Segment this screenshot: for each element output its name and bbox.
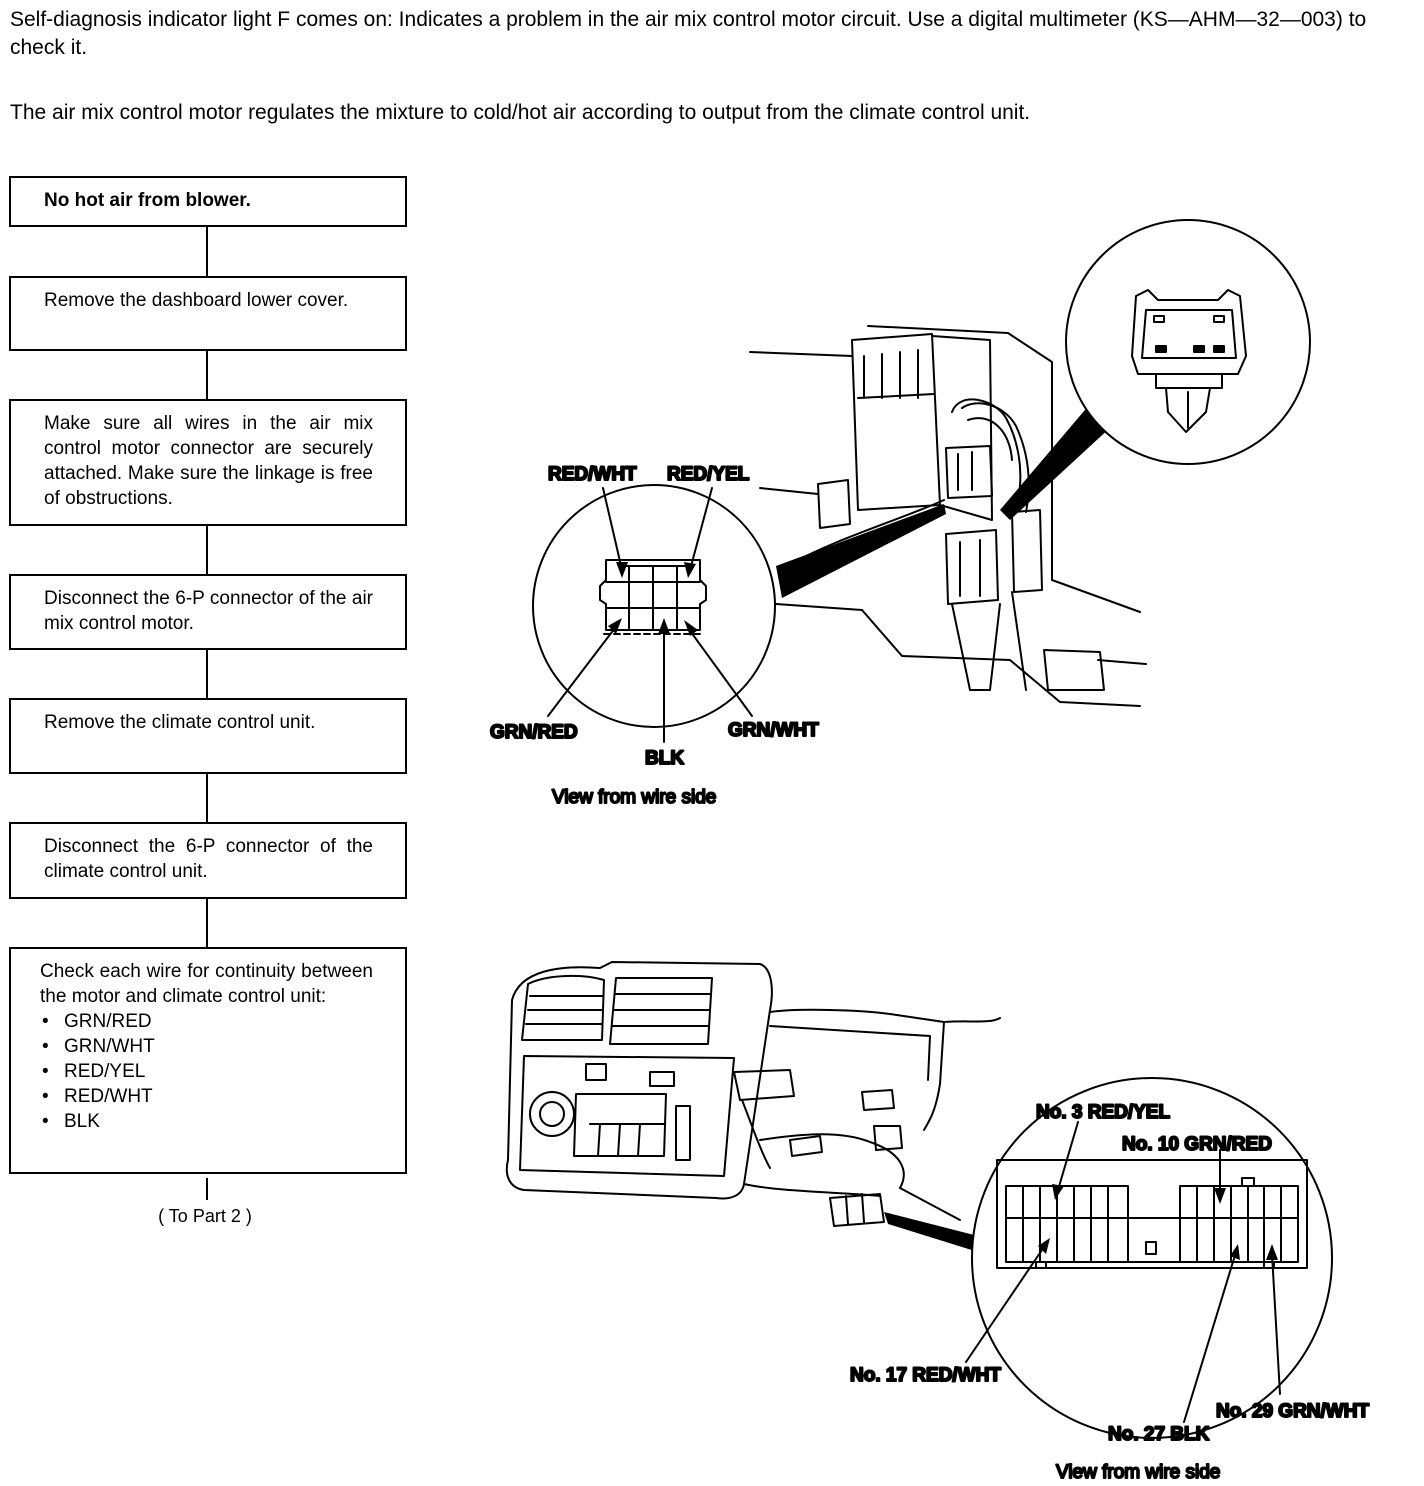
- label-grn-red: GRN/RED: [490, 722, 578, 743]
- flow-connector: [206, 774, 208, 822]
- wire-check-list: GRN/RED GRN/WHT RED/YEL RED/WHT BLK: [40, 1009, 373, 1134]
- label-no29: No. 29 GRN/WHT: [1216, 1401, 1369, 1422]
- flow-step-3: Make sure all wires in the air mix contr…: [9, 399, 407, 526]
- ccu-connector-zoom-circle: [971, 1077, 1333, 1439]
- top-view-caption: View from wire side: [552, 787, 716, 808]
- flow-connector: [206, 650, 208, 698]
- flow-step-6: Disconnect the 6-P connector of the clim…: [9, 822, 407, 899]
- flow-step-4: Disconnect the 6-P connector of the air …: [9, 574, 407, 650]
- flow-step-1: No hot air from blower.: [9, 176, 407, 227]
- list-item: RED/WHT: [40, 1084, 373, 1109]
- label-no27: No. 27 BLK: [1108, 1424, 1210, 1445]
- flow-step-2: Remove the dashboard lower cover.: [9, 276, 407, 351]
- connector-zoom-circle: [1065, 219, 1311, 465]
- label-no10: No. 10 GRN/RED: [1122, 1134, 1272, 1155]
- flow-step-5: Remove the climate control unit.: [9, 698, 407, 774]
- motor-connector-zoom-circle: [532, 484, 776, 728]
- bottom-view-caption: View from wire side: [1056, 1462, 1220, 1483]
- label-grn-wht: GRN/WHT: [728, 720, 819, 741]
- intro-description: The air mix control motor regulates the …: [10, 101, 1031, 124]
- label-no17: No. 17 RED/WHT: [850, 1365, 1001, 1386]
- climate-control-unit-illustration: [505, 961, 1001, 1227]
- list-item: GRN/WHT: [40, 1034, 373, 1059]
- list-item: RED/YEL: [40, 1059, 373, 1084]
- zoom-wedge: [776, 504, 946, 598]
- to-part-2-note: ( To Part 2 ): [158, 1206, 252, 1226]
- intro-text: Self-diagnosis indicator light F comes o…: [10, 8, 1367, 59]
- zoom-wedge: [1000, 404, 1112, 520]
- label-red-wht: RED/WHT: [548, 464, 637, 485]
- flow-step-7: Check each wire for continuity between t…: [9, 947, 407, 1174]
- flow-connector: [206, 227, 208, 276]
- label-blk: BLK: [645, 748, 684, 769]
- flow-connector: [206, 526, 208, 574]
- pin-leader-lines: [547, 487, 753, 743]
- list-item: BLK: [40, 1109, 373, 1134]
- label-no3: No. 3 RED/YEL: [1036, 1102, 1170, 1123]
- flow-connector: [206, 351, 208, 399]
- list-item: GRN/RED: [40, 1009, 373, 1034]
- zoom-wedge: [884, 1212, 978, 1252]
- ccu-pin-leader-lines: [965, 1121, 1281, 1423]
- check-instruction: Check each wire for continuity between t…: [40, 961, 373, 1007]
- flow-connector: [206, 1178, 208, 1200]
- label-red-yel: RED/YEL: [667, 464, 750, 485]
- flow-connector: [206, 899, 208, 947]
